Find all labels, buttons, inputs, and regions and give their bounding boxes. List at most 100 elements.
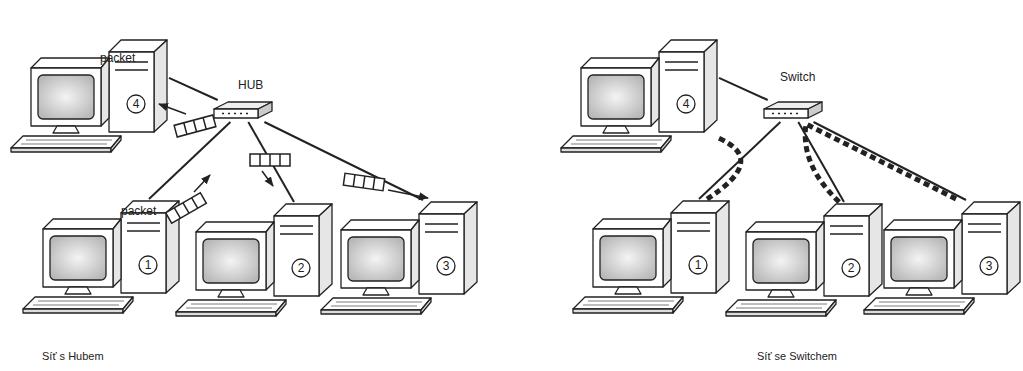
keyboard-edge: [573, 309, 673, 313]
monitor-front: [196, 232, 266, 290]
packet-symbol: [174, 115, 216, 137]
keyboard-top: [726, 300, 836, 312]
data-path: [805, 124, 958, 202]
monitor-top: [884, 220, 962, 230]
hub-front: [764, 109, 808, 118]
device-number: 1: [689, 256, 707, 274]
computer: 4: [559, 38, 719, 152]
tower-side: [166, 201, 179, 293]
tower-side: [1007, 202, 1020, 294]
packet-arrow: [262, 171, 273, 186]
packet-symbol: [250, 154, 290, 166]
packet-body: [174, 115, 216, 137]
monitor-top: [196, 222, 274, 232]
hub-ports: [772, 113, 798, 115]
device-number: 4: [127, 95, 145, 113]
keyboard-top: [11, 136, 121, 148]
monitor-side: [816, 222, 824, 290]
device-number: 3: [437, 257, 455, 275]
monitor-screen: [600, 236, 656, 280]
drive-slot: [280, 226, 313, 234]
device-number: 4: [677, 95, 695, 113]
monitor-screen: [38, 75, 94, 119]
tower-front: [659, 52, 704, 132]
hub-side: [808, 102, 822, 118]
tower-front: [824, 216, 869, 296]
packet-label: packet: [100, 51, 135, 65]
device-label: Switch: [780, 70, 815, 84]
monitor-top: [31, 58, 109, 68]
monitor-side: [651, 58, 659, 126]
monitor-stand: [53, 126, 79, 133]
monitor-side: [101, 58, 109, 126]
number-circle: [127, 95, 145, 113]
monitor-top: [581, 58, 659, 68]
monitor-front: [746, 232, 816, 290]
hub-side: [258, 102, 272, 118]
number-circle: [139, 256, 157, 274]
tower-side: [716, 201, 729, 293]
keyboard-top: [321, 298, 431, 310]
monitor-screen: [891, 237, 947, 281]
keyboard-top: [561, 136, 671, 148]
computer: 2: [174, 202, 334, 316]
keyboard-side: [276, 300, 286, 316]
keyboard-keys: [874, 302, 965, 306]
packet-body: [250, 154, 290, 166]
keyboard-edge: [321, 310, 421, 314]
keyboard-edge: [11, 148, 111, 152]
packet-cells: [260, 154, 280, 166]
monitor-top: [43, 219, 121, 229]
number-circle: [980, 257, 998, 275]
monitor-screen: [50, 236, 106, 280]
hub-ports: [222, 113, 248, 115]
drive-slot: [677, 223, 710, 231]
packet-arrow: [194, 175, 210, 192]
number-circle: [437, 257, 455, 275]
monitor-side: [113, 219, 121, 287]
drive-slot: [127, 223, 160, 231]
network-cable: [814, 122, 967, 200]
monitor-top: [746, 222, 824, 232]
tower-side: [464, 202, 477, 294]
monitor-stand: [65, 287, 91, 294]
caption: Síť se Switchem: [757, 350, 837, 362]
keyboard-edge: [561, 148, 661, 152]
computer-symbol: [559, 38, 719, 152]
number-circle: [292, 259, 310, 277]
monitor-stand: [218, 290, 244, 297]
keyboard-keys: [331, 302, 422, 306]
monitor-side: [266, 222, 274, 290]
monitor-stand: [363, 288, 389, 295]
tower-side: [869, 204, 882, 296]
keyboard-top: [23, 297, 133, 309]
caption: Síť s Hubem: [42, 350, 104, 362]
network-switch: Switch: [762, 100, 822, 122]
keyboard-keys: [571, 140, 662, 144]
monitor-stand: [768, 290, 794, 297]
keyboard-top: [176, 300, 286, 312]
device-number: 2: [292, 259, 310, 277]
keyboard-side: [661, 136, 671, 152]
network-hub: HUB: [212, 100, 272, 122]
computer-symbol: [21, 199, 181, 313]
keyboard-side: [964, 298, 974, 314]
network-cable: [719, 78, 768, 100]
computer-symbol: [862, 200, 1022, 314]
tower-front: [121, 213, 166, 293]
packet-body: [343, 173, 384, 190]
monitor-side: [411, 220, 419, 288]
computer-symbol: [319, 200, 479, 314]
keyboard-edge: [864, 310, 964, 314]
monitor-stand: [603, 126, 629, 133]
number-circle: [842, 259, 860, 277]
keyboard-keys: [21, 140, 112, 144]
drive-slot: [968, 224, 1001, 232]
tower-front: [419, 214, 464, 294]
keyboard-top: [573, 297, 683, 309]
monitor-screen: [753, 239, 809, 283]
computer: 1: [571, 199, 731, 313]
number-circle: [677, 95, 695, 113]
tower-side: [704, 40, 717, 132]
